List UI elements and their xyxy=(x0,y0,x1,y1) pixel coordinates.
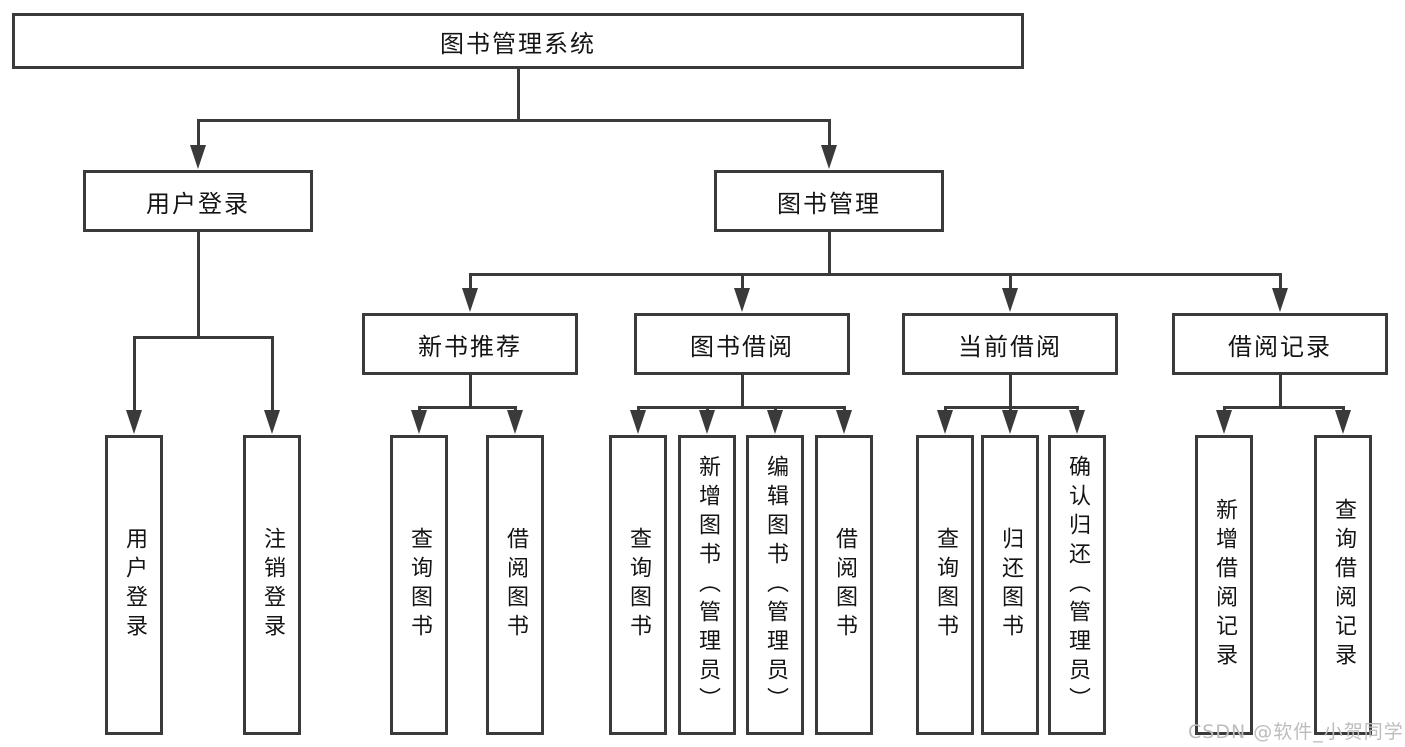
node-library-management-system: 图书管理系统 xyxy=(12,13,1024,69)
node-book-borrowing: 图书借阅 xyxy=(634,313,850,375)
node-label: 编辑图书（管理员） xyxy=(763,454,788,716)
connector-line xyxy=(1279,373,1282,409)
node-current-borrowing: 当前借阅 xyxy=(902,313,1118,375)
node-new-book-recommendation: 新书推荐 xyxy=(362,313,578,375)
arrow-down-icon xyxy=(190,145,206,169)
node-label: 新书推荐 xyxy=(418,332,522,361)
node-label: 图书管理系统 xyxy=(440,29,596,58)
arrow-down-icon xyxy=(1272,288,1288,312)
node-label: 查询借阅记录 xyxy=(1331,498,1356,672)
node-label: 借阅图书 xyxy=(503,527,528,643)
connector-line xyxy=(469,373,472,409)
arrow-down-icon xyxy=(411,410,427,434)
arrow-down-icon xyxy=(507,410,523,434)
arrow-down-icon xyxy=(1069,410,1085,434)
node-label: 查询图书 xyxy=(407,527,432,643)
connector-line xyxy=(517,69,520,122)
leaf-records-add-borrow-record: 新增借阅记录 xyxy=(1195,435,1253,735)
node-label: 当前借阅 xyxy=(958,332,1062,361)
connector-line xyxy=(469,273,472,292)
node-label: 用户登录 xyxy=(146,189,250,218)
connector-line xyxy=(1009,273,1012,292)
connector-line xyxy=(469,273,1281,276)
connector-line xyxy=(197,230,200,339)
node-book-management: 图书管理 xyxy=(714,170,944,232)
node-label: 借阅记录 xyxy=(1228,332,1332,361)
arrow-down-icon xyxy=(937,410,953,434)
node-borrowing-records: 借阅记录 xyxy=(1172,313,1388,375)
connector-line xyxy=(197,119,200,149)
connector-line xyxy=(637,406,845,409)
arrow-down-icon xyxy=(821,145,837,169)
leaf-borrowing-add-books-admin: 新增图书（管理员） xyxy=(678,435,736,735)
arrow-down-icon xyxy=(264,410,280,434)
leaf-user-login: 用户登录 xyxy=(105,435,163,735)
connector-line xyxy=(741,373,744,409)
node-label: 用户登录 xyxy=(122,527,147,643)
node-label: 归还图书 xyxy=(998,527,1023,643)
connector-line xyxy=(1009,373,1012,409)
leaf-current-query-books: 查询图书 xyxy=(916,435,974,735)
arrow-down-icon xyxy=(630,410,646,434)
node-label: 图书管理 xyxy=(777,189,881,218)
leaf-current-return-books: 归还图书 xyxy=(981,435,1039,735)
leaf-recommend-borrow-books: 借阅图书 xyxy=(486,435,544,735)
node-label: 查询图书 xyxy=(626,527,651,643)
connector-line xyxy=(828,119,831,149)
arrow-down-icon xyxy=(126,410,142,434)
leaf-records-query-borrow-record: 查询借阅记录 xyxy=(1314,435,1372,735)
arrow-down-icon xyxy=(699,410,715,434)
arrow-down-icon xyxy=(836,410,852,434)
node-label: 图书借阅 xyxy=(690,332,794,361)
csdn-watermark: CSDN @软件_小贺同学 xyxy=(1188,721,1404,743)
leaf-borrowing-edit-books-admin: 编辑图书（管理员） xyxy=(746,435,804,735)
leaf-borrowing-borrow-books: 借阅图书 xyxy=(815,435,873,735)
node-label: 新增图书（管理员） xyxy=(695,454,720,716)
arrow-down-icon xyxy=(462,288,478,312)
arrow-down-icon xyxy=(734,288,750,312)
arrow-down-icon xyxy=(767,410,783,434)
connector-line xyxy=(133,336,136,414)
connector-line xyxy=(197,119,830,122)
leaf-borrowing-query-books: 查询图书 xyxy=(609,435,667,735)
node-label: 注销登录 xyxy=(260,527,285,643)
node-label: 借阅图书 xyxy=(832,527,857,643)
connector-line xyxy=(271,336,274,414)
node-label: 查询图书 xyxy=(933,527,958,643)
connector-line xyxy=(1223,406,1344,409)
connector-line xyxy=(741,273,744,292)
leaf-logout-login: 注销登录 xyxy=(243,435,301,735)
leaf-current-confirm-return-admin: 确认归还（管理员） xyxy=(1048,435,1106,735)
arrow-down-icon xyxy=(1335,410,1351,434)
node-label: 新增借阅记录 xyxy=(1212,498,1237,672)
connector-line xyxy=(828,230,831,276)
connector-line xyxy=(418,406,516,409)
connector-line xyxy=(133,336,273,339)
arrow-down-icon xyxy=(1002,288,1018,312)
arrow-down-icon xyxy=(1216,410,1232,434)
leaf-recommend-query-books: 查询图书 xyxy=(390,435,448,735)
node-label: 确认归还（管理员） xyxy=(1065,454,1090,716)
connector-line xyxy=(1279,273,1282,292)
arrow-down-icon xyxy=(1002,410,1018,434)
node-user-login: 用户登录 xyxy=(83,170,313,232)
